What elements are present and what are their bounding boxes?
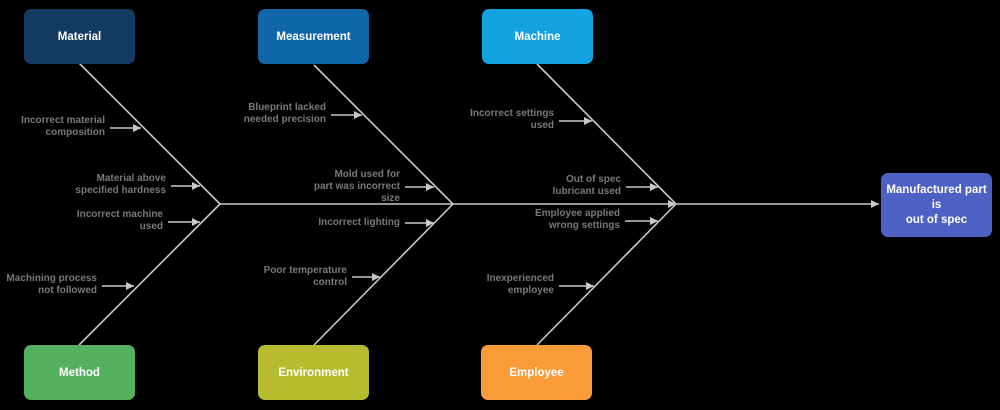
branch-line-method: [78, 203, 221, 346]
cause-label-poor-temperature-control[interactable]: Poor temperature control: [263, 265, 347, 288]
category-label-method: Method: [59, 366, 100, 379]
category-label-machine: Machine: [514, 30, 561, 43]
category-label-measurement: Measurement: [276, 30, 351, 43]
effect-label: Manufactured part is out of spec: [886, 183, 987, 226]
cause-label-inexperienced-employee[interactable]: Inexperienced employee: [486, 273, 554, 296]
category-box-environment[interactable]: Environment: [258, 345, 369, 400]
category-label-material: Material: [57, 30, 102, 43]
cause-label-employee-applied-wrong-settings[interactable]: Employee applied wrong settings: [534, 208, 620, 231]
cause-label-out-of-spec-lubricant-used[interactable]: Out of spec lubricant used: [552, 174, 621, 197]
category-box-employee[interactable]: Employee: [481, 345, 592, 400]
branch-line-machine: [536, 63, 677, 205]
branch-line-employee: [536, 203, 677, 346]
branch-line-environment: [313, 203, 454, 346]
cause-label-machining-process-not-followed[interactable]: Machining process not followed: [6, 273, 97, 296]
category-box-method[interactable]: Method: [24, 345, 135, 400]
category-box-machine[interactable]: Machine: [482, 9, 593, 64]
cause-label-material-above-specified-hardness[interactable]: Material above specified hardness: [75, 173, 166, 196]
category-box-measurement[interactable]: Measurement: [258, 9, 369, 64]
cause-label-incorrect-material-composition[interactable]: Incorrect material composition: [21, 115, 105, 138]
category-label-employee: Employee: [509, 366, 564, 379]
branch-line-measurement: [313, 64, 454, 205]
branch-line-material: [78, 62, 221, 205]
category-label-environment: Environment: [278, 366, 349, 379]
cause-label-blueprint-lacked-needed-precision[interactable]: Blueprint lacked needed precision: [243, 102, 326, 125]
cause-label-incorrect-lighting[interactable]: Incorrect lighting: [318, 217, 400, 228]
cause-label-mold-used-incorrect-size[interactable]: Mold used for part was incorrect size: [313, 169, 400, 204]
effect-box[interactable]: Manufactured part is out of spec: [881, 173, 992, 237]
cause-label-incorrect-machine-used[interactable]: Incorrect machine used: [76, 209, 163, 232]
category-box-material[interactable]: Material: [24, 9, 135, 64]
cause-label-incorrect-settings-used[interactable]: Incorrect settings used: [470, 108, 554, 131]
